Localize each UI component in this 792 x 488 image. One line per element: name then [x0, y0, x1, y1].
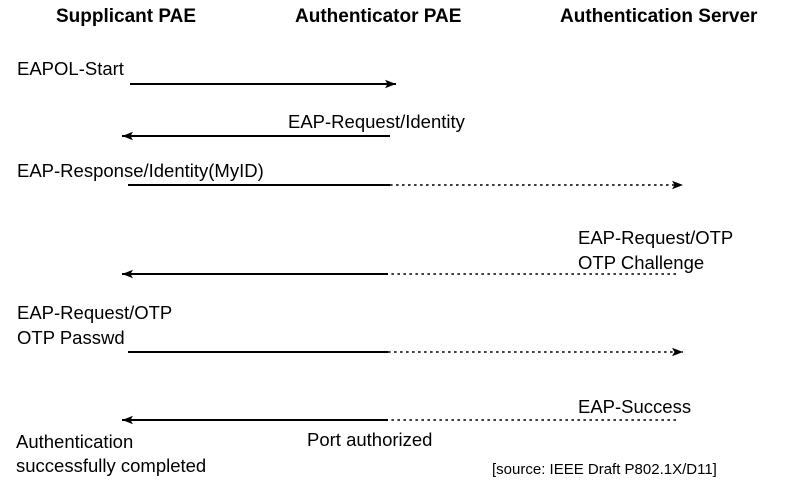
arrow-head-eap-request-otp-challenge [122, 269, 133, 279]
column-header-authentication-server: Authentication Server [560, 6, 758, 27]
arrow-head-eapol-start [385, 79, 396, 89]
message-label-eap-request-identity: EAP-Request/Identity [288, 111, 465, 132]
arrow-head-eap-request-otp-passwd [672, 347, 683, 357]
message-label-eap-success: EAP-Success [578, 396, 692, 417]
annotation-result-line2: successfully completed [16, 455, 207, 476]
annotation-port-authorized: Port authorized [307, 429, 433, 450]
message-label-eapol-start: EAPOL-Start [17, 58, 124, 79]
annotation-result-line1: Authentication [16, 431, 134, 452]
message-label-eap-request-otp: EAP-Request/OTP [578, 227, 734, 248]
message-label-eap-request-otp-2: EAP-Request/OTP [17, 302, 173, 323]
message-label-otp-challenge: OTP Challenge [578, 252, 705, 273]
message-label-otp-passwd: OTP Passwd [17, 327, 125, 348]
column-header-authenticator: Authenticator PAE [295, 6, 462, 27]
arrow-head-eap-response-identity [672, 180, 683, 190]
column-header-supplicant: Supplicant PAE [56, 6, 197, 27]
message-label-eap-response-identity: EAP-Response/Identity(MyID) [17, 160, 264, 181]
source-citation: [source: IEEE Draft P802.1X/D11] [492, 461, 717, 478]
arrow-head-eap-success [122, 415, 133, 425]
arrow-head-eap-request-identity [122, 131, 133, 141]
